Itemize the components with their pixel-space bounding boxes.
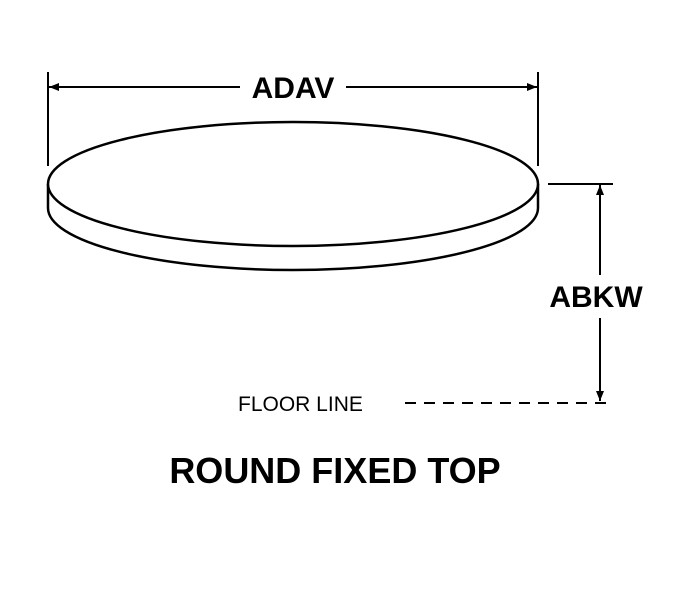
width-label: ADAV [252,72,335,105]
disc-top-surface [46,120,540,248]
height-dimension [405,183,613,404]
diagram-title: ROUND FIXED TOP [169,450,500,491]
disc-top [46,120,540,272]
height-label: ABKW [549,281,643,314]
disc-edge [46,184,540,272]
floor-line-label: FLOOR LINE [238,393,363,416]
width-dimension [47,72,539,166]
